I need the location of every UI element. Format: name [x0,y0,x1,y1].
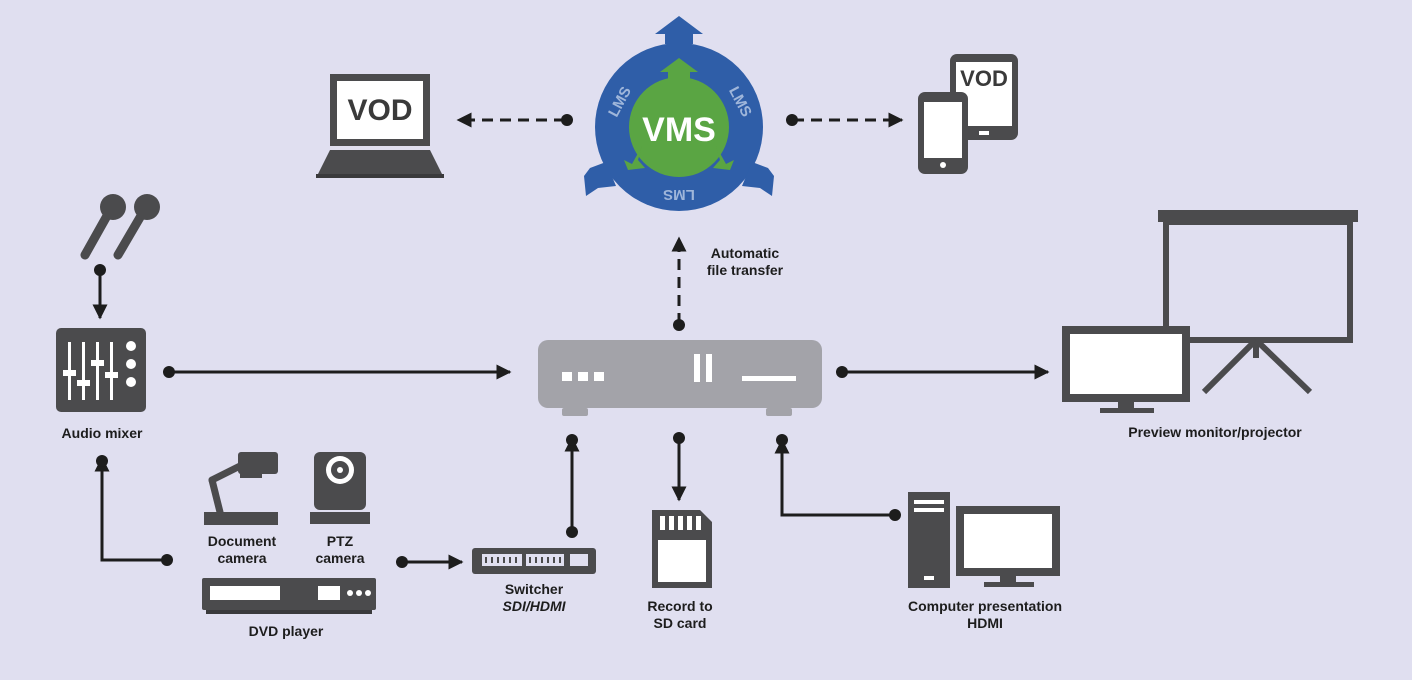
vms-label: VMS [642,111,716,149]
computer-icon [908,492,1060,588]
audio-mixer-label: Audio mixer [62,425,143,441]
transfer-label-line1: Automatic [711,245,780,261]
document-camera-label-line1: Document [208,533,277,549]
computer-to-recorder-arrow [774,438,895,517]
green-arrow-up-icon [660,58,698,80]
record-label-line1: Record to [647,598,712,614]
dvd-player-label: DVD player [249,623,324,639]
green-arrow-left-icon [624,146,645,170]
vms-hub: VMS LMS LMS LMS [584,16,774,211]
laptop-icon: VOD [316,74,444,178]
ptz-camera-icon [310,452,370,524]
green-arrow-right-icon [713,146,734,170]
transfer-label-line2: file transfer [707,262,784,278]
microphones-icon [80,194,160,260]
blue-arrow-right-icon [742,162,774,196]
laptop-vod-label: VOD [347,94,412,127]
tablet-vod-label: VOD [960,66,1008,91]
preview-label: Preview monitor/projector [1128,424,1302,440]
ptz-camera-label-line2: camera [315,550,364,566]
computer-label-line2: HDMI [967,615,1003,631]
switcher-icon [472,548,596,574]
switcher-label-line1: Switcher [505,581,564,597]
connectors [92,112,1050,570]
computer-label-line1: Computer presentation [908,598,1062,614]
blue-arrow-left-icon [584,162,616,196]
blue-arrow-up-icon [655,16,703,44]
sources-to-mixer-arrow [94,456,166,562]
record-label-line2: SD card [654,615,707,631]
audio-mixer-icon [56,328,146,412]
document-camera-label-line2: camera [217,550,266,566]
lms-label-bottom: LMS [663,186,695,203]
connector-dots [94,114,901,568]
preview-monitor-icon [1062,326,1190,413]
document-camera-icon [204,452,278,525]
ptz-camera-label-line1: PTZ [327,533,354,549]
projector-screen-icon [1158,210,1358,395]
dvd-player-icon [202,578,376,614]
sd-card-icon [652,510,712,588]
switcher-label-line2: SDI/HDMI [503,598,567,614]
tablet-phone-icon: VOD [918,54,1018,174]
recorder-device-icon [538,340,822,416]
